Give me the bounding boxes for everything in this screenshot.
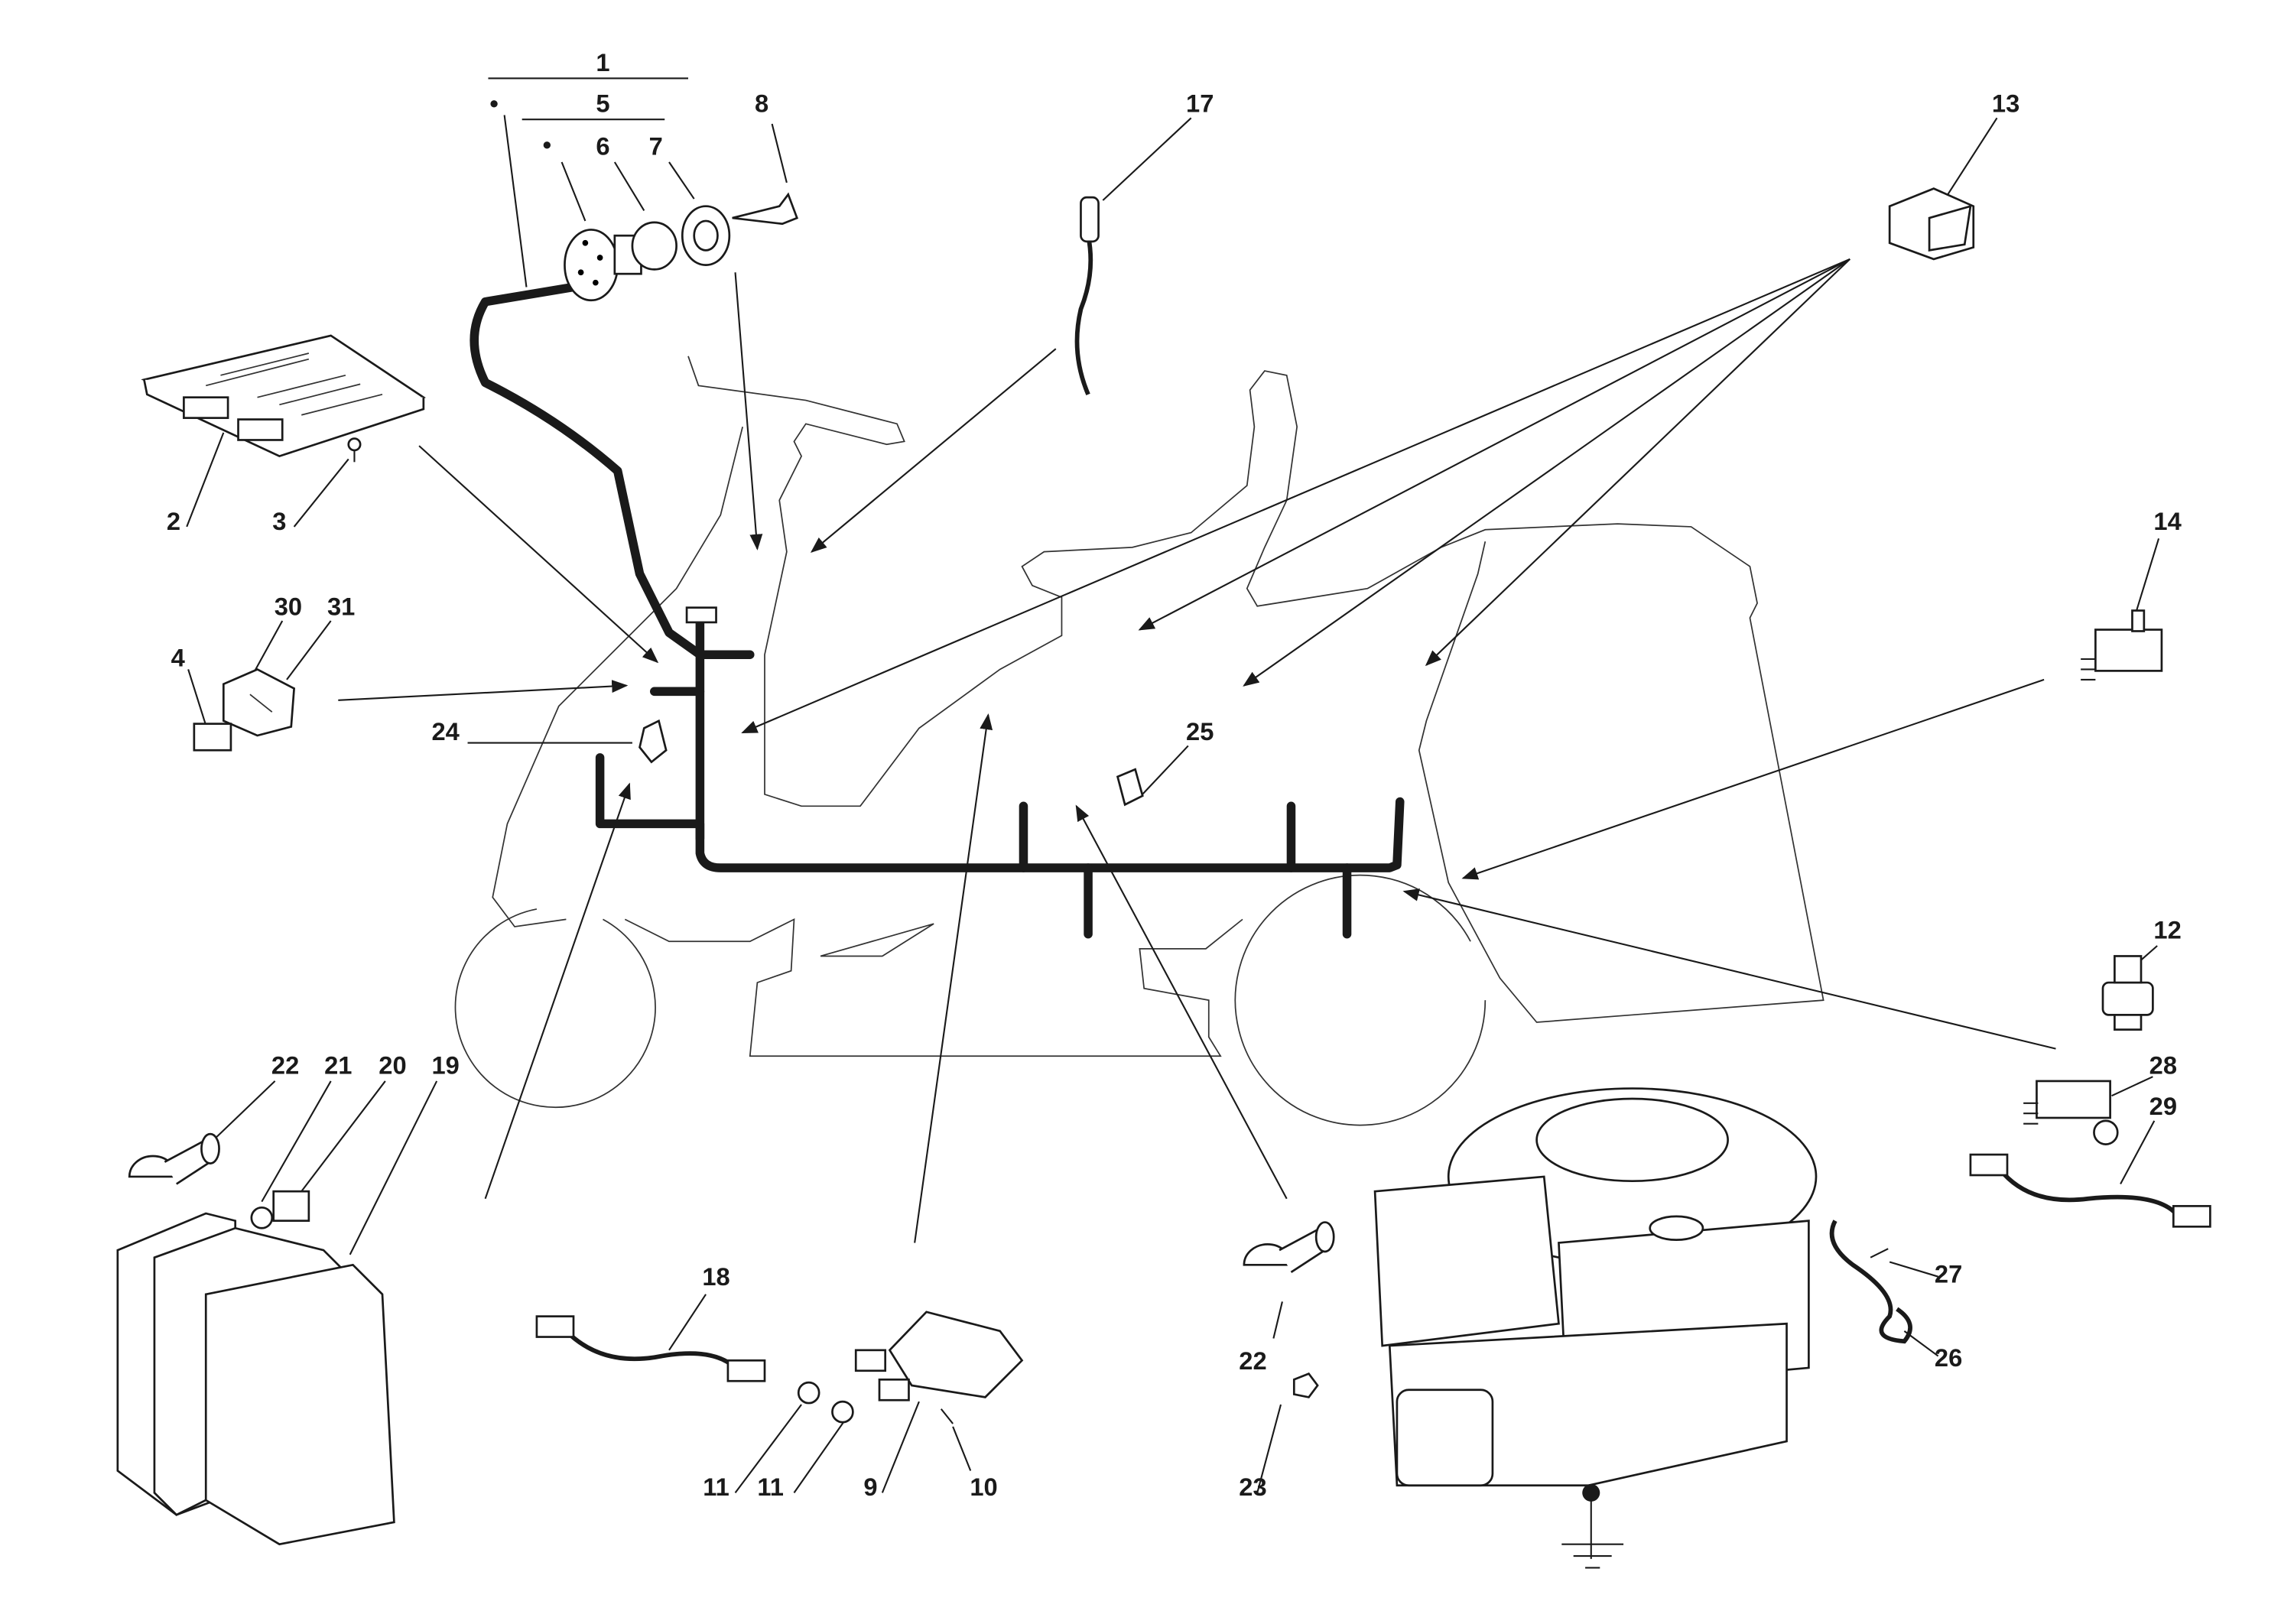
terminal-cap-icon[interactable]: [1243, 1221, 1335, 1274]
callout-11: 11: [757, 1473, 784, 1501]
tractor-outline: [454, 356, 1824, 1126]
solenoid-icon[interactable]: [797, 1311, 1024, 1424]
callout-3: 3: [272, 507, 286, 535]
callout-18: 18: [702, 1262, 729, 1291]
micro-switch-icon[interactable]: [2023, 1080, 2119, 1145]
callout-22: 22: [271, 1051, 299, 1079]
callout-22: 22: [1239, 1346, 1266, 1375]
callout-8: 8: [755, 89, 768, 118]
key-icon[interactable]: [732, 192, 799, 226]
engine-icon[interactable]: [1373, 1087, 1818, 1559]
callout-12: 12: [2153, 915, 2181, 944]
callout-1: 1: [596, 48, 609, 76]
callout-20: 20: [379, 1051, 406, 1079]
callout-11: 11: [703, 1473, 729, 1501]
cable-clip-icon[interactable]: [1116, 768, 1144, 807]
callout-24: 24: [432, 717, 460, 745]
relay-icon[interactable]: [222, 667, 296, 737]
ignition-wire-lead-icon: [1074, 196, 1100, 395]
callout-19: 19: [432, 1051, 460, 1079]
callout-30: 30: [275, 592, 302, 620]
callout-27: 27: [1935, 1259, 1962, 1288]
leader-arrows: [186, 77, 2160, 1494]
kit-bullet: •: [489, 89, 498, 118]
callout-7: 7: [649, 132, 663, 160]
callout-13: 13: [1992, 89, 2019, 118]
ignition-switch-icon[interactable]: [564, 205, 731, 302]
callout-9: 9: [863, 1473, 877, 1501]
spring-icon[interactable]: [1829, 1220, 1912, 1344]
callout-5: 5: [596, 89, 609, 118]
callout-14: 14: [2153, 507, 2181, 535]
screw-icon[interactable]: [347, 437, 362, 463]
wire-harness[interactable]: [470, 282, 1405, 939]
callout-17: 17: [1186, 89, 1214, 118]
kit-bullet: •: [543, 130, 551, 158]
callout-25: 25: [1186, 717, 1214, 745]
rocker-switch-icon[interactable]: [1888, 187, 1975, 261]
terminal-cap-icon[interactable]: [128, 1132, 220, 1185]
callout-31: 31: [327, 592, 355, 620]
cable-icon[interactable]: [535, 1315, 766, 1382]
push-switch-icon[interactable]: [2081, 609, 2163, 680]
nut-icon[interactable]: [1292, 1372, 1319, 1398]
callout-10: 10: [970, 1473, 997, 1501]
cable-icon[interactable]: [1969, 1153, 2211, 1228]
callout-23: 23: [1239, 1473, 1266, 1501]
callout-26: 26: [1935, 1343, 1962, 1372]
callout-labels: 1 5 6 7 8 17 13 2 3 30 31 4 24 25 14 12 …: [167, 48, 2182, 1501]
fuse-icon[interactable]: [193, 723, 232, 752]
callout-21: 21: [324, 1051, 352, 1079]
circuit-board-icon[interactable]: [141, 334, 426, 458]
callout-4: 4: [171, 644, 185, 672]
ground-symbol-icon: [1561, 1543, 1624, 1569]
cable-clip-icon[interactable]: [638, 719, 668, 764]
callout-6: 6: [596, 132, 609, 160]
callout-2: 2: [167, 507, 180, 535]
callout-28: 28: [2149, 1051, 2177, 1079]
pressure-switch-icon[interactable]: [2101, 955, 2154, 1031]
battery-icon[interactable]: [116, 1190, 395, 1546]
callout-29: 29: [2149, 1092, 2177, 1120]
